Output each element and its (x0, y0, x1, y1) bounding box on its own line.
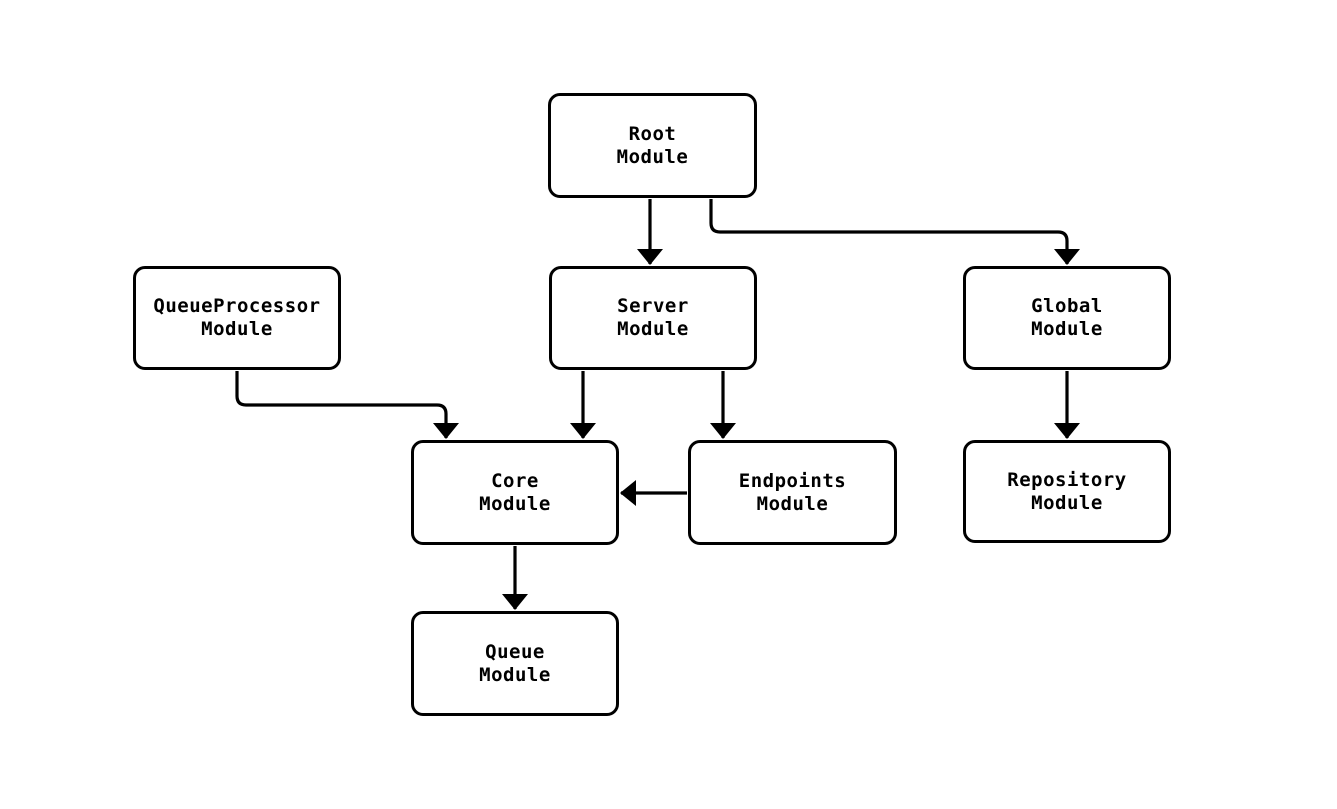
node-label: Endpoints (738, 469, 847, 492)
node-label: Module (756, 492, 829, 515)
node-label: QueueProcessor (153, 295, 321, 317)
node-label: Root (628, 122, 677, 145)
node-label: Module (479, 492, 551, 515)
node-label: Core (491, 469, 539, 492)
node-label: Server (617, 295, 689, 317)
node-label: Module (479, 663, 551, 686)
node-label: Queue (485, 640, 545, 663)
node-label: Module (1031, 491, 1103, 514)
node-label: Repository (1007, 468, 1127, 491)
node-label: Global (1031, 295, 1103, 317)
node-label: Module (1031, 318, 1103, 340)
node-label: Module (617, 318, 689, 340)
node-label: Module (616, 145, 689, 168)
node-label: Module (201, 318, 273, 340)
